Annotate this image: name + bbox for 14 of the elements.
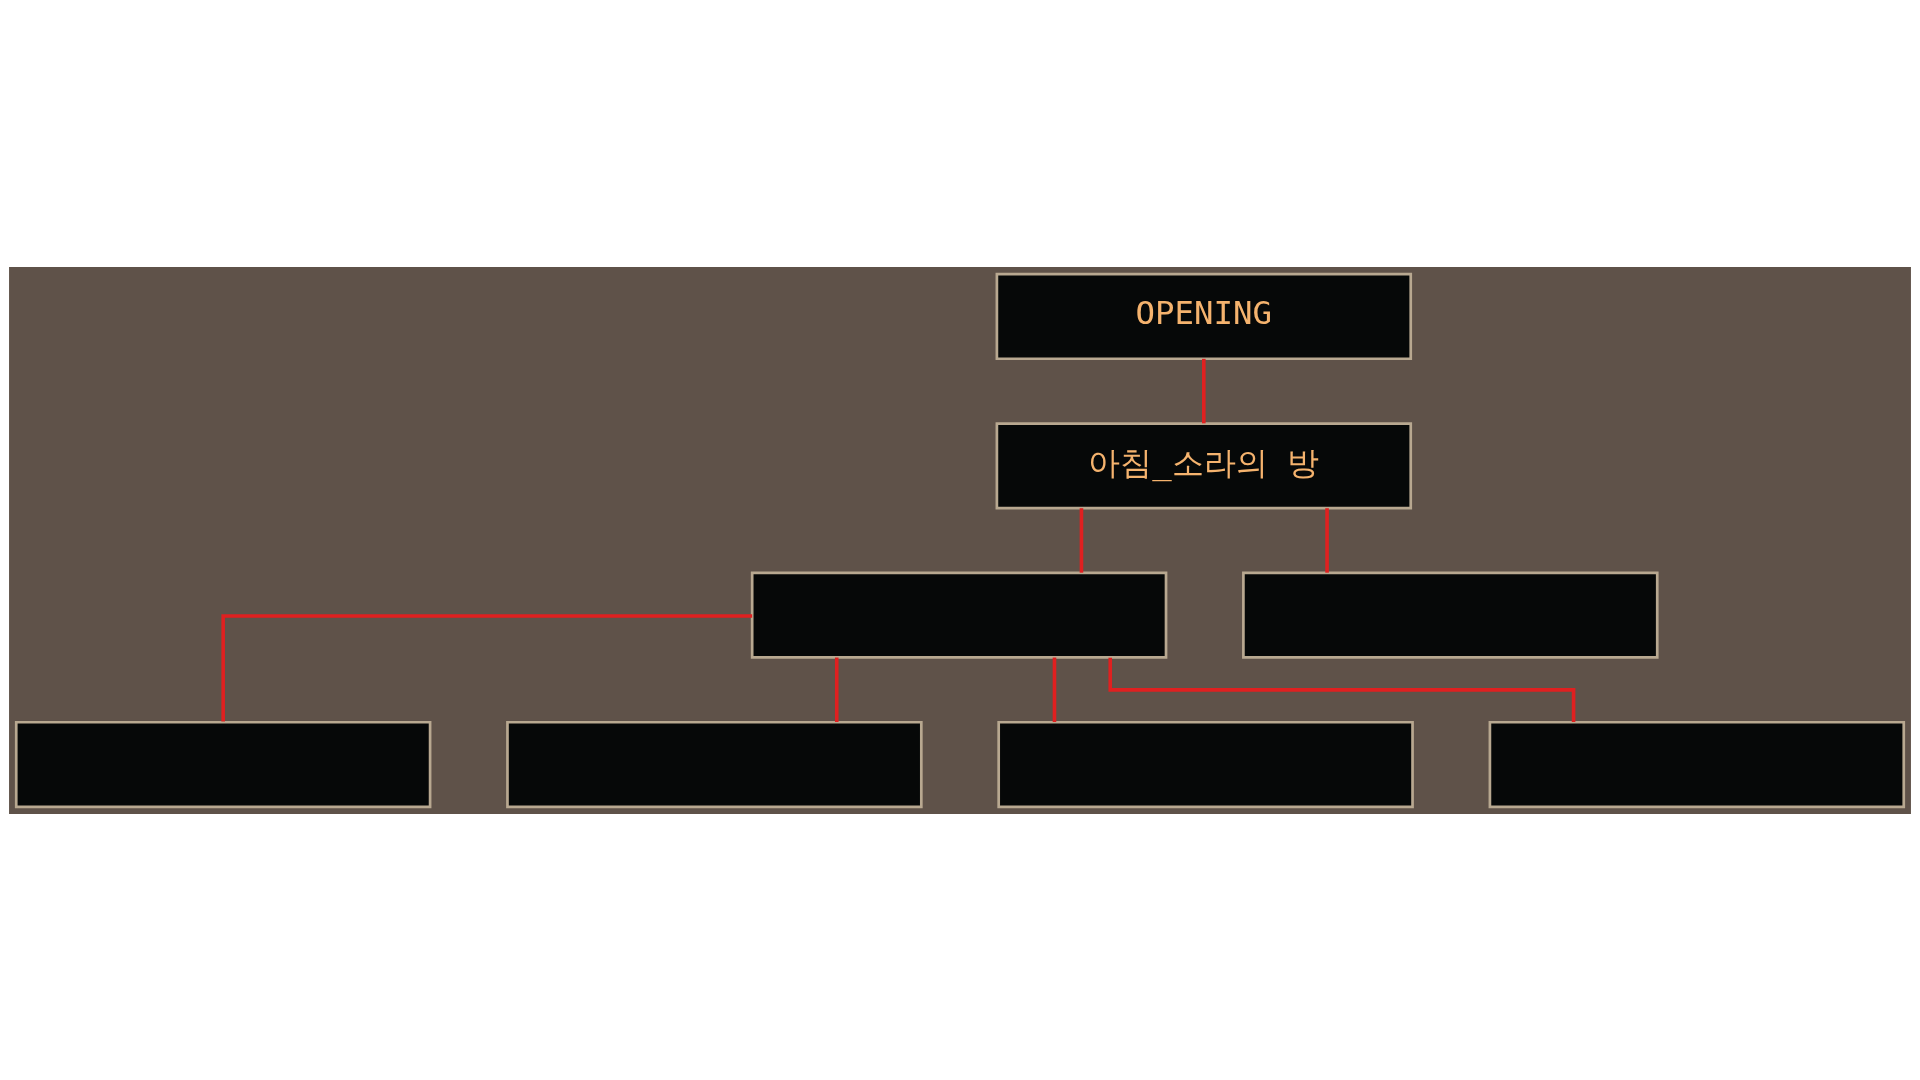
node-box: 아침_소라의 방 [995, 421, 1413, 509]
connector [834, 657, 839, 722]
connector [221, 613, 753, 722]
connector [1325, 507, 1329, 573]
connector [1202, 358, 1206, 423]
connector [1079, 507, 1084, 573]
node-box [997, 720, 1414, 808]
node-box [1242, 571, 1659, 659]
node-box: OPENING [995, 272, 1413, 360]
node-box [1488, 720, 1906, 808]
node-box [14, 720, 432, 808]
node-box [750, 571, 1168, 659]
connector [1052, 657, 1057, 722]
node-box [506, 720, 923, 808]
